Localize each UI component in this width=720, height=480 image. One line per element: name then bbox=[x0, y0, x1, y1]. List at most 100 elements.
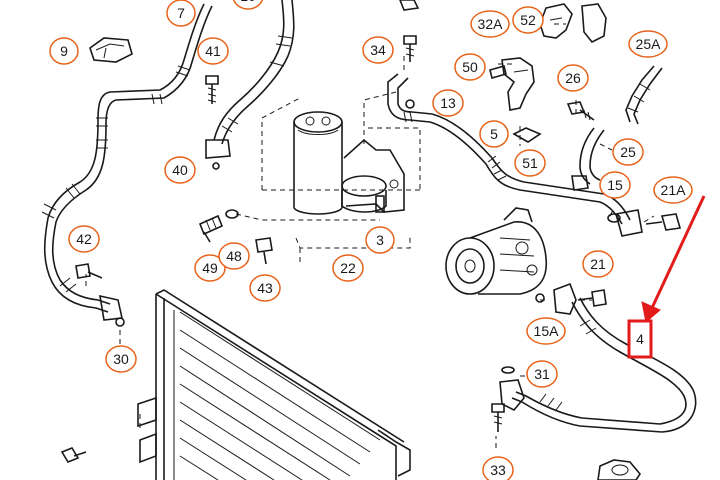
callout-label: 9 bbox=[60, 43, 68, 59]
callout-circle bbox=[514, 149, 546, 177]
bolt-41 bbox=[205, 75, 219, 104]
highlight-arrow-shaft bbox=[650, 195, 706, 309]
callout-label: 21 bbox=[590, 256, 606, 272]
callout-15a: 15A bbox=[526, 317, 566, 345]
callout-circle bbox=[470, 10, 510, 38]
callout-21a: 21A bbox=[653, 176, 693, 204]
highlight-annotation bbox=[641, 195, 706, 323]
callout-21: 21 bbox=[582, 250, 614, 278]
callout-label: 42 bbox=[76, 231, 92, 247]
pressure-pipe bbox=[387, 73, 643, 237]
bolt-43 bbox=[255, 237, 273, 265]
bracket-50 bbox=[489, 57, 535, 111]
callout-4: 4 bbox=[627, 319, 653, 359]
harness-25a bbox=[625, 65, 663, 125]
callout-30: 30 bbox=[105, 345, 137, 373]
hose-4 bbox=[499, 282, 697, 433]
callout-label: 48 bbox=[226, 248, 242, 264]
callout-label: 5 bbox=[490, 126, 498, 142]
callout-13: 13 bbox=[432, 89, 464, 117]
callout-circle bbox=[105, 345, 137, 373]
callout-label: 15 bbox=[607, 177, 623, 193]
callout-5: 5 bbox=[479, 120, 509, 148]
highlight-arrow-head bbox=[641, 301, 661, 323]
callout-circle bbox=[557, 64, 589, 92]
callout-circle bbox=[166, 0, 196, 27]
bolt-34 bbox=[403, 35, 417, 109]
bolt-33 bbox=[491, 366, 515, 432]
callout-label: 34 bbox=[370, 42, 386, 58]
callout-label: 26 bbox=[565, 70, 581, 86]
callout-42: 42 bbox=[68, 225, 100, 253]
callout-layer: 71032A5294134502625A1355125401521A423494… bbox=[49, 0, 693, 480]
sensor-49 bbox=[198, 209, 239, 243]
bottom-fitting bbox=[597, 459, 641, 480]
callout-label: 25 bbox=[620, 144, 636, 160]
callout-34: 34 bbox=[362, 36, 394, 64]
callout-32a: 32A bbox=[470, 10, 510, 38]
callout-circle bbox=[218, 242, 250, 270]
callout-circle bbox=[653, 176, 693, 204]
callout-40: 40 bbox=[164, 156, 196, 184]
callout-41: 41 bbox=[197, 37, 229, 65]
callout-label: 43 bbox=[257, 280, 273, 296]
callout-label: 7 bbox=[177, 5, 185, 21]
callout-label: 40 bbox=[172, 162, 188, 178]
bolt-21 bbox=[577, 289, 607, 307]
callout-label: 41 bbox=[205, 43, 221, 59]
callout-circle bbox=[482, 456, 514, 480]
bolt-42 bbox=[75, 263, 103, 279]
callout-label: 30 bbox=[113, 351, 129, 367]
condenser bbox=[60, 289, 411, 480]
callout-circle bbox=[164, 156, 196, 184]
callout-33: 33 bbox=[482, 456, 514, 480]
callout-label: 51 bbox=[522, 155, 538, 171]
callout-label: 33 bbox=[490, 462, 506, 478]
callout-label: 32A bbox=[478, 16, 504, 32]
callout-52: 52 bbox=[512, 6, 544, 34]
hose-25 bbox=[571, 127, 605, 191]
callout-label: 21A bbox=[661, 182, 687, 198]
callout-label: 52 bbox=[520, 12, 536, 28]
callout-circle bbox=[232, 0, 264, 10]
bolt-26 bbox=[566, 101, 595, 121]
callout-circle bbox=[68, 225, 100, 253]
receiver-drier bbox=[293, 111, 343, 215]
callout-label: 49 bbox=[202, 260, 218, 276]
callout-circle bbox=[599, 171, 631, 199]
callout-label: 4 bbox=[636, 331, 644, 347]
callout-48: 48 bbox=[218, 242, 250, 270]
callout-label: 13 bbox=[440, 95, 456, 111]
callout-circle bbox=[365, 226, 395, 254]
callout-49: 49 bbox=[194, 254, 226, 282]
callout-circle bbox=[362, 36, 394, 64]
callout-circle bbox=[454, 53, 486, 81]
line-art bbox=[41, 0, 697, 480]
callout-circle bbox=[197, 37, 229, 65]
callout-label: 50 bbox=[462, 59, 478, 75]
callout-circle bbox=[194, 254, 226, 282]
clip-9 bbox=[89, 37, 133, 63]
callout-circle bbox=[49, 37, 79, 65]
left-hose bbox=[41, 3, 213, 327]
callout-label: 25A bbox=[636, 36, 662, 52]
callout-26: 26 bbox=[557, 64, 589, 92]
callout-25a: 25A bbox=[628, 30, 668, 58]
callout-label: 3 bbox=[376, 232, 384, 248]
callout-circle bbox=[582, 250, 614, 278]
callout-circle bbox=[479, 120, 509, 148]
callout-label: 31 bbox=[534, 366, 550, 382]
callout-box bbox=[627, 319, 653, 359]
compressor bbox=[445, 207, 548, 295]
callout-50: 50 bbox=[454, 53, 486, 81]
callout-51: 51 bbox=[514, 149, 546, 177]
leader-lines bbox=[85, 23, 655, 448]
callout-circle bbox=[432, 89, 464, 117]
washer-15 bbox=[607, 213, 621, 223]
callout-circle bbox=[628, 30, 668, 58]
callout-7: 7 bbox=[166, 0, 196, 27]
callout-22: 22 bbox=[332, 254, 364, 282]
callout-25: 25 bbox=[612, 138, 644, 166]
upper-hose bbox=[205, 0, 295, 170]
callout-9: 9 bbox=[49, 37, 79, 65]
